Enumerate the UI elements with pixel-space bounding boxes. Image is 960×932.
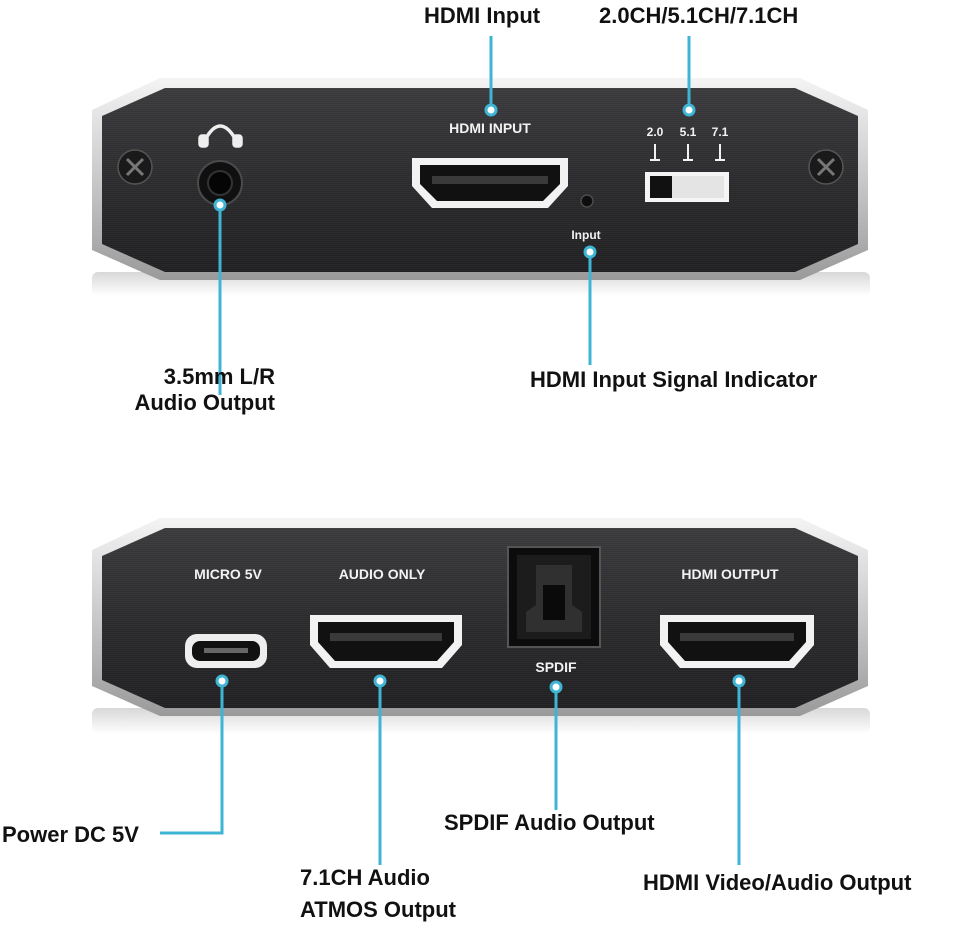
- audio-only-hdmi-port: [310, 615, 462, 668]
- micro-usb-port: [185, 634, 267, 668]
- callout-atmos-output: 7.1CH Audio ATMOS Output: [300, 865, 456, 922]
- leader-dots: [213, 103, 746, 694]
- callout-power: Power DC 5V: [2, 822, 139, 847]
- label-ch-51: 5.1: [680, 125, 697, 139]
- switch-tick-marks: [650, 144, 725, 161]
- channel-switch: [645, 172, 729, 202]
- hdmi-input-port: [412, 158, 568, 208]
- callout-hdmi-input: HDMI Input: [424, 3, 541, 28]
- callout-signal-indicator: HDMI Input Signal Indicator: [530, 367, 818, 392]
- spdif-port: [507, 546, 601, 648]
- label-micro-5v: MICRO 5V: [194, 566, 262, 582]
- label-ch-71: 7.1: [712, 125, 729, 139]
- callout-audio-output: 3.5mm L/R Audio Output: [134, 364, 275, 415]
- signal-led: [580, 194, 594, 208]
- audio-jack: [197, 160, 243, 206]
- headphones-icon: [198, 124, 243, 148]
- callout-spdif-output: SPDIF Audio Output: [444, 810, 655, 835]
- label-hdmi-input: HDMI INPUT: [449, 120, 531, 136]
- screw-icon: [117, 149, 153, 185]
- label-ch-20: 2.0: [647, 125, 664, 139]
- hdmi-output-port: [660, 615, 814, 668]
- bottom-device: MICRO 5V AUDIO ONLY HDMI OUTPUT SPDIF: [92, 518, 870, 734]
- leader-power: [160, 681, 224, 835]
- label-hdmi-output: HDMI OUTPUT: [681, 566, 779, 582]
- label-input: Input: [571, 228, 600, 242]
- label-audio-only: AUDIO ONLY: [339, 566, 426, 582]
- callout-hdmi-av-output: HDMI Video/Audio Output: [643, 870, 912, 895]
- screw-icon: [808, 149, 844, 185]
- leader-lines: [160, 36, 741, 865]
- label-spdif: SPDIF: [535, 659, 577, 675]
- top-device: HDMI INPUT Input 2.0 5.1 7.1: [92, 78, 870, 296]
- callout-channel-switch: 2.0CH/5.1CH/7.1CH: [599, 3, 799, 28]
